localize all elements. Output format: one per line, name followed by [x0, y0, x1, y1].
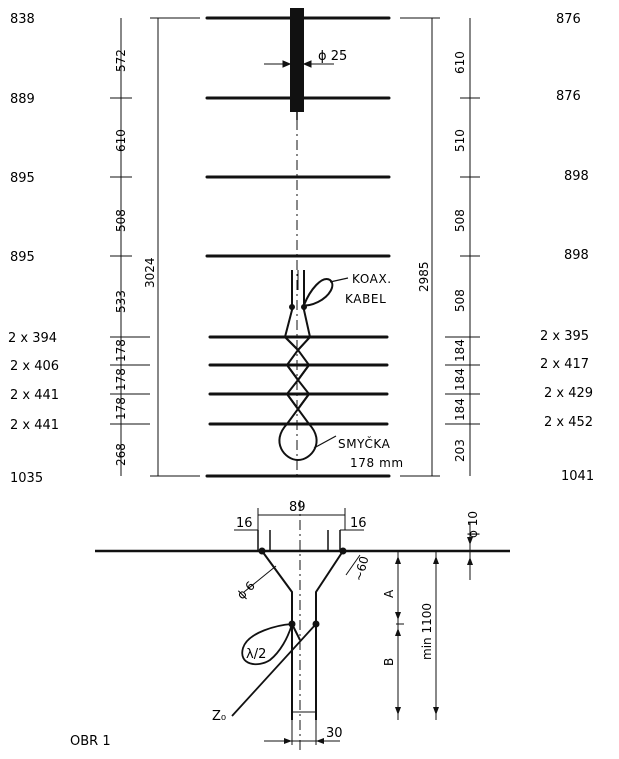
left-length: 895: [10, 250, 35, 265]
right-spacing: 510: [453, 129, 467, 152]
coax-label-1: KOAX.: [352, 272, 392, 286]
mast-diameter: ϕ 25: [318, 49, 347, 64]
lambda-loop: [241, 623, 293, 666]
right-spacing: 508: [453, 209, 467, 232]
z0-line: [231, 623, 317, 717]
detail-right-arm: [315, 550, 344, 720]
left-spacing: 178: [114, 397, 128, 420]
right-length: 2 x 417: [540, 357, 589, 372]
mast-clamp: [290, 8, 304, 112]
detail-drawing: [95, 549, 510, 720]
detail-z0: Z₀: [212, 709, 226, 724]
right-dimension-chain: [400, 17, 480, 477]
left-spacings: 572 610 508 533 178 178 178 268: [114, 49, 128, 466]
left-spacing: 178: [114, 339, 128, 362]
left-length: 2 x 441: [10, 388, 59, 403]
right-spacing: 610: [453, 51, 467, 74]
right-spacing: 184: [453, 398, 467, 421]
right-lengths: 876 876 898 898 2 x 395 2 x 417 2 x 429 …: [540, 12, 594, 484]
detail-clamps: [257, 530, 341, 551]
detail-diameter-10: ϕ 10: [466, 511, 480, 538]
feed-point-left: [289, 304, 295, 310]
left-spacing: 178: [114, 368, 128, 391]
right-length: 876: [556, 12, 581, 27]
coax-leader: [329, 277, 349, 283]
detail-dim-b: B: [382, 658, 396, 666]
detail-min-1100: min 1100: [420, 603, 434, 660]
right-length: 898: [564, 248, 589, 263]
right-spacing: 508: [453, 289, 467, 312]
right-length: 898: [564, 169, 589, 184]
left-spacing: 508: [114, 209, 128, 232]
detail-left-arm: [261, 550, 293, 720]
right-length: 2 x 395: [540, 329, 589, 344]
detail-width-16-left: 16: [236, 516, 253, 531]
left-length: 2 x 394: [8, 331, 57, 346]
left-spacing: 533: [114, 290, 128, 313]
detail-width-89: 89: [289, 500, 306, 515]
right-length: 876: [556, 89, 581, 104]
left-total: 3024: [143, 257, 157, 288]
detail-lambda-half: λ/2: [246, 647, 266, 662]
detail-dim-a: A: [382, 589, 396, 598]
left-lengths: 838 889 895 895 2 x 394 2 x 406 2 x 441 …: [8, 12, 59, 486]
left-spacing: 572: [114, 49, 128, 72]
right-length: 2 x 429: [544, 386, 593, 401]
detail-width-16-right: 16: [350, 516, 367, 531]
detail-width-30: 30: [326, 726, 343, 741]
left-dimension-chain: [110, 17, 200, 477]
loop-leader: [313, 435, 337, 449]
loop-label-1: SMYČKA: [338, 436, 391, 451]
right-total: 2985: [417, 261, 431, 292]
detail-joint: [258, 547, 266, 555]
right-spacings: 610 510 508 508 184 184 184 203: [453, 51, 467, 462]
mast-diameter-dim: [264, 60, 334, 68]
right-spacing: 203: [453, 439, 467, 462]
left-length: 2 x 406: [10, 359, 59, 374]
feed-point-right: [301, 304, 307, 310]
left-length: 838: [10, 12, 35, 27]
antenna-elements: [205, 16, 391, 478]
left-length: 2 x 441: [10, 418, 59, 433]
detail-dim-arrows: [284, 537, 473, 744]
left-spacing: 610: [114, 129, 128, 152]
left-spacing: 268: [114, 443, 128, 466]
detail-joint: [339, 547, 347, 555]
detail-approx-60: ~60: [351, 555, 371, 583]
right-length: 1041: [561, 469, 594, 484]
coax-cable: [303, 278, 334, 307]
left-length: 1035: [10, 471, 43, 486]
loop-label-2: 178 mm: [350, 456, 404, 470]
left-length: 895: [10, 171, 35, 186]
coax-label-2: KABEL: [345, 292, 386, 306]
right-length: 2 x 452: [544, 415, 593, 430]
figure-label: OBR 1: [70, 734, 111, 749]
left-length: 889: [10, 92, 35, 107]
detail-diameter-6: ϕ 6: [234, 579, 258, 603]
right-spacing: 184: [453, 368, 467, 391]
right-spacing: 184: [453, 339, 467, 362]
